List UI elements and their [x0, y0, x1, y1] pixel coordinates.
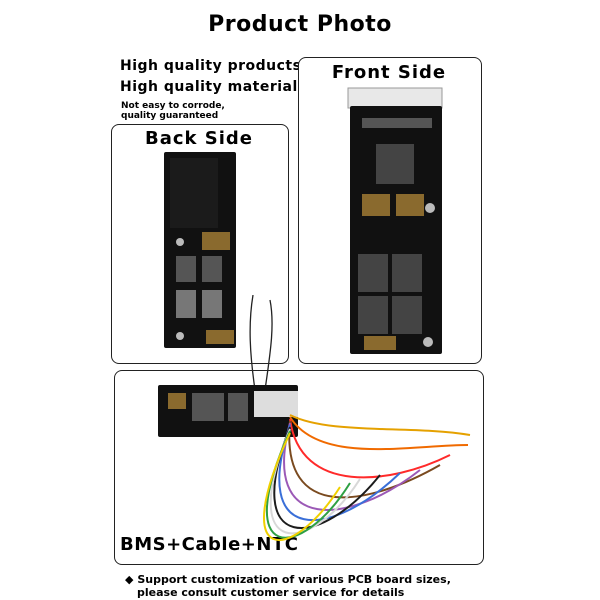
- feature-text-products: High quality products: [120, 58, 302, 74]
- footer-text-2: please consult customer service for deta…: [137, 586, 405, 599]
- front-side-pcb-image: [347, 87, 443, 354]
- bullet-icon: ◆: [125, 573, 134, 586]
- note-line-2: quality guaranteed: [121, 111, 219, 121]
- feature-text-materials: High quality materials: [120, 79, 307, 95]
- footer-text-1: ◆ Support customization of various PCB b…: [125, 573, 451, 586]
- back-side-pcb-image: [164, 152, 236, 348]
- front-side-label: Front Side: [331, 62, 447, 83]
- bms-cable-image: [158, 295, 471, 542]
- back-side-label: Back Side: [145, 128, 253, 149]
- page-title: Product Photo: [208, 12, 392, 37]
- bms-cable-ntc-label: BMS+Cable+NTC: [120, 534, 299, 555]
- note-line-1: Not easy to corrode,: [121, 101, 225, 111]
